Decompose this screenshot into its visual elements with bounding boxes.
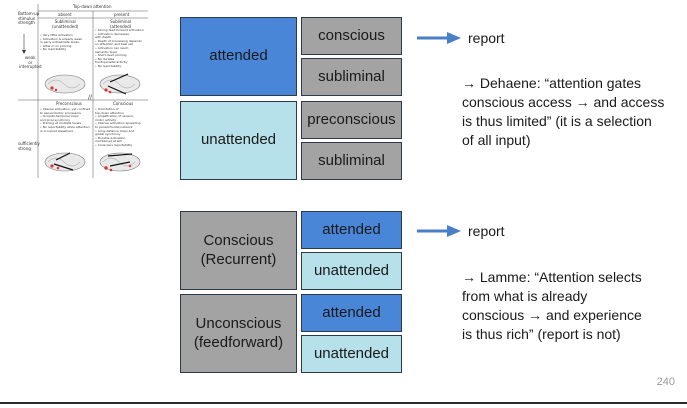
- bottom-conscious-recurrent-box: Conscious (Recurrent): [180, 211, 297, 290]
- top-subliminal-box-2: subliminal: [301, 142, 402, 180]
- thumb-row-strong: sufficiently strong: [18, 141, 40, 151]
- top-unattended-box: unattended: [180, 101, 297, 180]
- top-subliminal-box-1: subliminal: [301, 58, 402, 96]
- thumb-tl-text: • Very little activation • Activation is…: [40, 33, 83, 52]
- bottom-attended-box-2: attended: [301, 294, 402, 332]
- thumb-col-present: present: [114, 12, 130, 17]
- bottom-unattended-box-1: unattended: [301, 252, 402, 290]
- thumb-tr-text: • Strong feed-forward activation • Activ…: [95, 28, 144, 68]
- thumb-row-weak: weak or interrupted: [19, 55, 42, 69]
- thumb-tr-title: Subliminal (attended): [110, 19, 132, 29]
- bottom-report-label: report: [468, 223, 505, 239]
- bottom-report-arrow: [417, 225, 461, 237]
- bottom-rule: [0, 402, 687, 404]
- top-preconscious-box: preconscious: [301, 101, 402, 139]
- thumb-col-absent: absent: [58, 12, 72, 17]
- top-attended-box: attended: [180, 17, 297, 96]
- bottom-attended-box-1: attended: [301, 211, 402, 249]
- thumb-tl-title: Subliminal (unattended): [52, 19, 79, 29]
- thumb-header: Top-down attention: [73, 4, 112, 9]
- lamme-note: → Lamme: “Attention selects from what is…: [462, 269, 642, 342]
- bottom-unconscious-feedforward-box: Unconscious (feedforward): [180, 294, 297, 373]
- thumb-br-title: Conscious: [113, 101, 134, 106]
- page-number: 240: [656, 376, 675, 388]
- dehaene-note: → Dehaene: “attention gates conscious ac…: [462, 75, 665, 148]
- thumb-bl-title: Preconscious: [56, 101, 83, 106]
- thumb-bl-text: • Intense activation, yet confined to se…: [40, 107, 91, 133]
- top-report-arrow: [417, 32, 461, 44]
- thumb-slashes: //: [88, 94, 93, 101]
- thumb-row-header: Bottom-up stimulus strength: [18, 11, 40, 25]
- thumb-br-text: • Orientation of top-down attention • Am…: [95, 107, 141, 147]
- thumbnail-frame: [18, 4, 148, 178]
- dehaene-taxonomy-thumbnail: Top-down attention Bottom-up stimulus st…: [18, 4, 148, 178]
- top-report-label: report: [468, 30, 505, 46]
- bottom-unattended-box-2: unattended: [301, 335, 402, 373]
- top-conscious-box: conscious: [301, 17, 402, 55]
